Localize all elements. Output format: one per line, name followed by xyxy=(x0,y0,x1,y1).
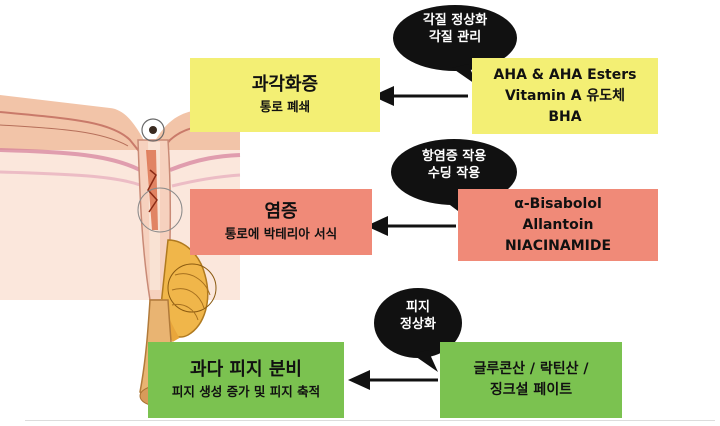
problem-subtitle: 통로 폐쇄 xyxy=(259,99,311,114)
problem-title: 염증 xyxy=(264,201,298,222)
problem-box-hyperkeratosis: 과각화증 통로 폐쇄 xyxy=(190,58,380,132)
problem-subtitle: 통로에 박테리아 서식 xyxy=(224,226,338,241)
bubble-text-exfoliation: 각질 정상화 각질 관리 xyxy=(400,12,510,46)
arrow-3 xyxy=(348,370,438,390)
bubble-line: 각질 정상화 xyxy=(422,13,488,28)
bubble-line: 수딩 작용 xyxy=(427,166,481,181)
bubble-text-sebum-normalize: 피지 정상화 xyxy=(380,299,456,333)
solution-line: Vitamin A 유도체 xyxy=(504,87,626,104)
arrow-1 xyxy=(372,86,468,106)
bubble-line: 정상화 xyxy=(400,317,436,332)
solution-line: BHA xyxy=(548,108,582,125)
skin-layers xyxy=(0,95,241,300)
solution-line: 징크설 페이트 xyxy=(489,382,573,398)
bubble-text-anti-inflammatory: 항염증 작용 수딩 작용 xyxy=(398,148,510,182)
solution-line: Allantoin xyxy=(522,216,594,233)
solution-line: AHA & AHA Esters xyxy=(493,66,637,83)
problem-title: 과각화증 xyxy=(251,74,319,95)
bubble-line: 각질 관리 xyxy=(428,30,482,45)
problem-box-inflammation: 염증 통로에 박테리아 서식 xyxy=(190,189,372,255)
solution-line: α-Bisabolol xyxy=(514,195,602,212)
arrow-2 xyxy=(366,216,456,236)
solution-box-exfoliants: AHA & AHA Esters Vitamin A 유도체 BHA xyxy=(472,58,658,134)
problem-box-excess-sebum: 과다 피지 분비 피지 생성 증가 및 피지 축적 xyxy=(148,342,344,418)
speech-bubble-1 xyxy=(393,5,517,86)
solution-line: NIACINAMIDE xyxy=(504,237,612,254)
bubble-line: 피지 xyxy=(406,300,430,315)
problem-subtitle: 피지 생성 증가 및 피지 축적 xyxy=(171,384,321,399)
solution-line: 글루콘산 / 락틴산 / xyxy=(473,361,589,377)
bottom-divider xyxy=(25,420,715,421)
speech-bubble-3 xyxy=(374,288,462,372)
solution-box-sebum-control: 글루콘산 / 락틴산 / 징크설 페이트 xyxy=(440,342,622,418)
solution-box-soothing: α-Bisabolol Allantoin NIACINAMIDE xyxy=(458,189,658,261)
bubble-line: 항염증 작용 xyxy=(421,149,487,164)
problem-title: 과다 피지 분비 xyxy=(190,359,302,380)
